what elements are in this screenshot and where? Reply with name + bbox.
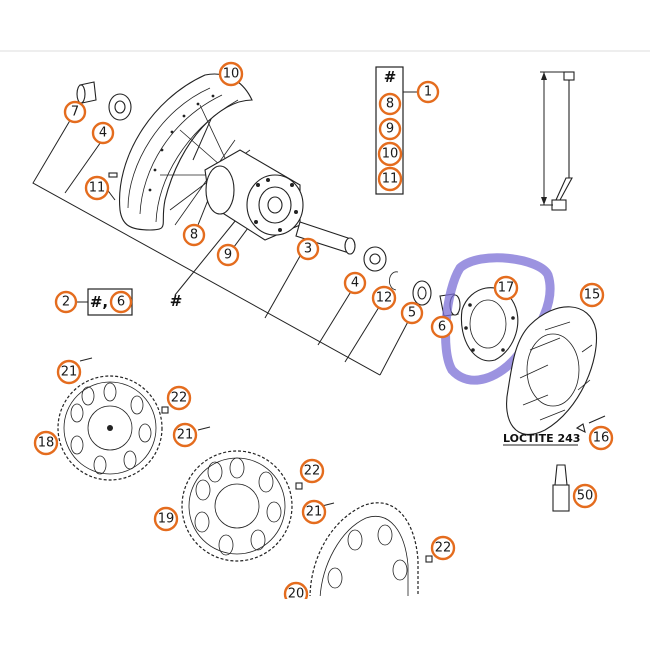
svg-text:21: 21 — [177, 428, 194, 443]
svg-text:6: 6 — [117, 295, 125, 310]
brake-disc — [506, 306, 598, 436]
svg-text:12: 12 — [376, 291, 393, 306]
svg-text:22: 22 — [435, 541, 452, 556]
callout-19: 19 — [153, 506, 179, 532]
callout-21a: 21 — [56, 359, 82, 385]
callout-5: 5 — [400, 301, 424, 325]
callout-10: 10 — [218, 61, 244, 87]
sprocket-20 — [309, 502, 419, 599]
callout-21b: 21 — [172, 422, 198, 448]
leader-lines — [32, 84, 413, 376]
callout-12: 12 — [371, 285, 397, 311]
svg-text:7: 7 — [71, 105, 79, 120]
callout-3: 3 — [296, 237, 320, 261]
svg-text:9: 9 — [224, 248, 232, 263]
callout-15: 15 — [579, 282, 605, 308]
svg-text:22: 22 — [171, 391, 188, 406]
callout-9: 9 — [216, 243, 240, 267]
svg-text:11: 11 — [382, 172, 399, 187]
callout-22b: 22 — [299, 458, 325, 484]
sprocket-19 — [181, 450, 293, 562]
svg-text:50: 50 — [577, 489, 594, 504]
disc-bolt — [575, 415, 606, 434]
callout-11: 11 — [84, 175, 110, 201]
svg-text:10: 10 — [382, 147, 399, 162]
circlip — [389, 271, 399, 291]
callout-2: 2 — [54, 290, 78, 314]
sprocket-bolts — [79, 357, 433, 563]
svg-text:21: 21 — [61, 365, 78, 380]
nipple-11 — [108, 172, 118, 178]
svg-text:4: 4 — [99, 126, 107, 141]
svg-text:5: 5 — [408, 306, 416, 321]
torx-tool — [552, 464, 570, 512]
wheel-rim — [118, 73, 253, 231]
callout-18: 18 — [33, 430, 59, 456]
svg-text:2: 2 — [62, 295, 70, 310]
callout-21c: 21 — [301, 499, 327, 525]
callout-6b: 6 — [109, 290, 133, 314]
callout-7: 7 — [63, 100, 87, 124]
callout-8: 8 — [182, 223, 206, 247]
svg-text:19: 19 — [158, 512, 175, 527]
svg-text:15: 15 — [584, 288, 601, 303]
sprocket-18 — [57, 375, 163, 481]
bearing-mid — [363, 246, 387, 272]
svg-text:3: 3 — [304, 242, 312, 257]
loctite-label: LOCTITE 243 — [503, 432, 580, 445]
svg-text:17: 17 — [498, 281, 515, 296]
seal-ring — [412, 280, 432, 306]
svg-text:9: 9 — [386, 122, 394, 137]
callout-8-kit: 8 — [378, 92, 402, 116]
svg-text:6: 6 — [438, 320, 446, 335]
callout-4b: 4 — [343, 271, 367, 295]
svg-text:11: 11 — [89, 181, 106, 196]
callout-1: 1 — [416, 80, 440, 104]
wheel-hash-label: # — [170, 292, 183, 310]
callout-10-kit: 10 — [377, 141, 403, 167]
kit-hash-label: # — [384, 68, 397, 86]
callout-4: 4 — [91, 121, 115, 145]
bottom-margin — [0, 599, 650, 650]
svg-text:8: 8 — [386, 97, 394, 112]
svg-text:20: 20 — [288, 587, 305, 602]
disc-adapter — [460, 287, 519, 362]
option-hash-label: #, — [90, 293, 108, 311]
spacer-top — [76, 81, 97, 104]
callout-22c: 22 — [430, 535, 456, 561]
svg-text:4: 4 — [351, 276, 359, 291]
callout-17: 17 — [493, 275, 519, 301]
axle-spacer — [295, 221, 356, 255]
callout-9-kit: 9 — [378, 117, 402, 141]
callout-22a: 22 — [166, 385, 192, 411]
callout-6: 6 — [430, 315, 454, 339]
wheel-hub — [160, 104, 304, 241]
svg-text:8: 8 — [190, 228, 198, 243]
callout-50: 50 — [572, 483, 598, 509]
axle-rod — [540, 71, 575, 211]
callout-16: 16 — [588, 425, 614, 451]
svg-text:21: 21 — [306, 505, 323, 520]
svg-text:22: 22 — [304, 464, 321, 479]
svg-text:18: 18 — [38, 436, 55, 451]
svg-text:1: 1 — [424, 85, 432, 100]
bearing-top — [108, 93, 132, 121]
callout-11-kit: 11 — [377, 166, 403, 192]
svg-text:16: 16 — [593, 431, 610, 446]
svg-text:10: 10 — [223, 67, 240, 82]
